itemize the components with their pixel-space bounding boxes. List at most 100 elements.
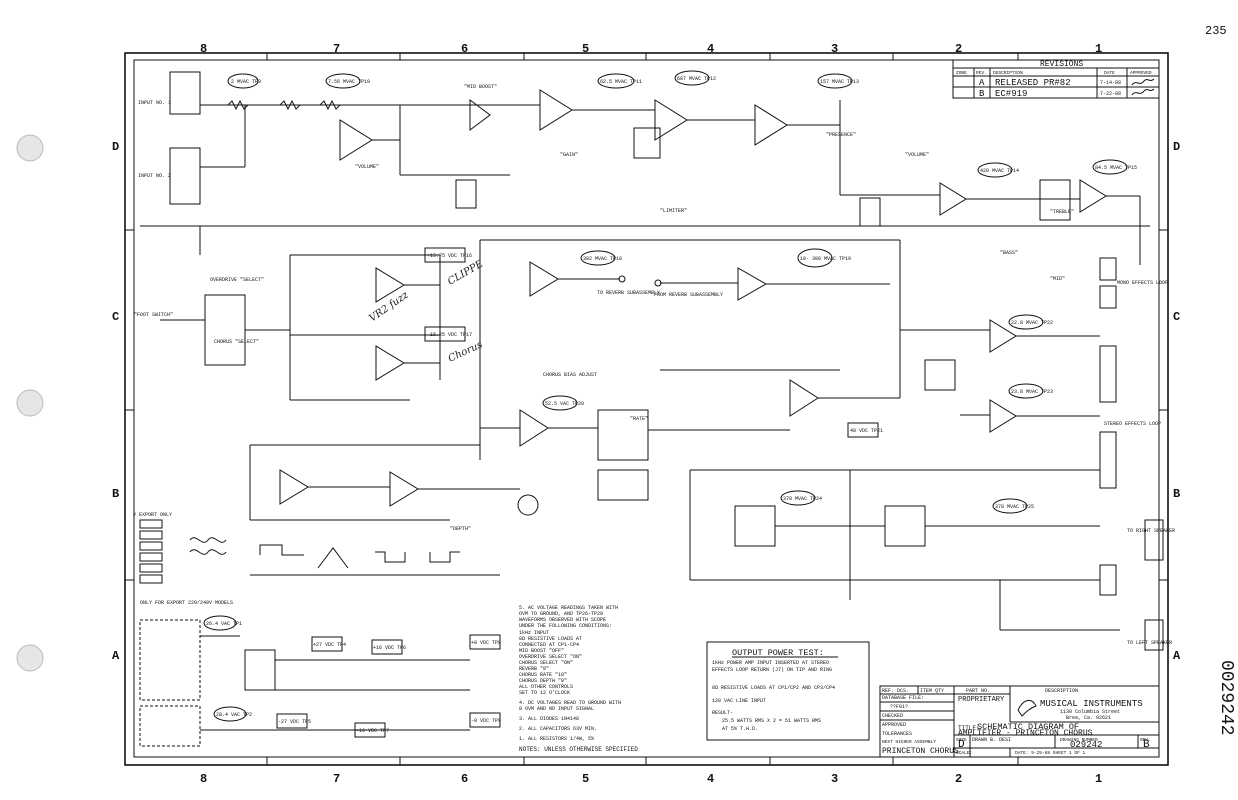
- test-point-tp11: 62.5 MVAC TP11: [597, 73, 642, 89]
- svg-text:C: C: [112, 310, 119, 324]
- zone-ticks: [125, 53, 1168, 765]
- svg-text:378 MVAC TP24: 378 MVAC TP24: [783, 496, 822, 502]
- svg-text:MID BOOST "OFF": MID BOOST "OFF": [519, 648, 564, 654]
- svg-text:APPROVED: APPROVED: [882, 722, 906, 728]
- svg-text:D: D: [112, 140, 119, 154]
- drawing-rev: B: [1143, 739, 1150, 751]
- svg-text:1. ALL RESISTORS 1/4W, 5%: 1. ALL RESISTORS 1/4W, 5%: [519, 736, 594, 742]
- svg-text:B: B: [112, 487, 119, 501]
- export-only-label: # EXPORT ONLY: [133, 512, 172, 518]
- fender-logo-icon: [1017, 700, 1037, 717]
- svg-text:25.5 WATTS RMS X 2 = 51 WATTS: 25.5 WATTS RMS X 2 = 51 WATTS RMS: [722, 718, 821, 724]
- stereo-effects-loop-label: STEREO EFFECTS LOOP: [1104, 421, 1161, 427]
- svg-text:22.8 MVAC TP22: 22.8 MVAC TP22: [1011, 320, 1053, 326]
- svg-text:7: 7: [333, 772, 340, 786]
- svg-text:RESULT-: RESULT-: [712, 710, 733, 716]
- svg-text:SCALE:: SCALE:: [956, 750, 972, 756]
- waveform-square-3: [429, 551, 460, 563]
- svg-text:"VOLUME": "VOLUME": [355, 164, 379, 170]
- svg-text:1kHz POWER AMP INPUT INSERTED: 1kHz POWER AMP INPUT INSERTED AT STEREO: [712, 660, 829, 666]
- svg-text:26.4 VAC TP1: 26.4 VAC TP1: [206, 621, 242, 627]
- svg-text:NEXT HIGHER ASSEMBLY: NEXT HIGHER ASSEMBLY: [882, 739, 936, 745]
- svg-text:8: 8: [200, 42, 207, 56]
- svg-text:APPROVED: APPROVED: [1130, 70, 1152, 76]
- page-number: 235: [1205, 24, 1227, 38]
- svg-text:REV.: REV.: [1140, 737, 1151, 743]
- test-point-tp9: -8 VDC TP9: [469, 712, 501, 728]
- svg-text:DRAWN B. DESI: DRAWN B. DESI: [972, 737, 1011, 743]
- svg-text:DESCRIPTION: DESCRIPTION: [1045, 688, 1078, 694]
- test-point-tp8: +8 VDC TP8: [469, 634, 501, 650]
- svg-text:ITEM QTY: ITEM QTY: [920, 688, 944, 694]
- svg-text:AT 5% T.H.D.: AT 5% T.H.D.: [722, 726, 758, 732]
- test-point-tp20: 52.5 VAC TP20: [542, 395, 584, 411]
- svg-text:1kHz INPUT: 1kHz INPUT: [519, 630, 549, 636]
- svg-text:7: 7: [333, 42, 340, 56]
- drawing-title-line1: SCHEMATIC DIAGRAM OF: [977, 722, 1079, 732]
- revision-b-date: 7-22-88: [1100, 91, 1121, 97]
- handwritten-notes: VR2 fuzz CLIPPE Chorus: [367, 258, 485, 364]
- svg-text:-15.25 VDC TP17: -15.25 VDC TP17: [427, 332, 472, 338]
- svg-text:18- 380 MVAC TP19: 18- 380 MVAC TP19: [800, 256, 851, 262]
- svg-text:SET TO 12 O'CLOCK: SET TO 12 O'CLOCK: [519, 690, 570, 696]
- title-block: REF. DCS. ITEM QTY PART NO. DESCRIPTION …: [879, 685, 1160, 758]
- zone-columns-bottom: 8 7 6 5 4 3 2 1: [200, 772, 1102, 786]
- svg-text:62.5 MVAC TP11: 62.5 MVAC TP11: [600, 79, 642, 85]
- test-point-tp10: 7.56 MVAC TP10: [325, 73, 370, 89]
- svg-text:5: 5: [582, 772, 589, 786]
- circuit-labels: INPUT NO. 1 INPUT NO. 2 "FOOT SWITCH" OV…: [133, 84, 1175, 646]
- next-assembly: PRINCETON CHORUS: [882, 747, 959, 756]
- svg-text:OVERDRIVE SELECT "ON": OVERDRIVE SELECT "ON": [519, 654, 582, 660]
- binder-hole-middle: [16, 389, 44, 417]
- svg-text:DATABASE FILE:: DATABASE FILE:: [882, 695, 924, 701]
- zone-rows-right: D C B A: [1173, 140, 1181, 663]
- svg-text:4. DC VOLTAGES READ TO GROUND: 4. DC VOLTAGES READ TO GROUND WITH: [519, 700, 621, 706]
- svg-text:"TREBLE": "TREBLE": [1050, 209, 1074, 215]
- test-point-tp1: 26.4 VAC TP1: [203, 615, 242, 631]
- svg-text:"PRESENCE": "PRESENCE": [826, 132, 856, 138]
- svg-text:NOTES: UNLESS OTHERWISE SPECIF: NOTES: UNLESS OTHERWISE SPECIFIED: [519, 746, 638, 753]
- input-2-label: INPUT NO. 2: [138, 173, 171, 179]
- test-point-tp18: 382 MVAC TP18: [580, 250, 622, 266]
- svg-text:A: A: [112, 649, 120, 663]
- svg-text:-27 VDC TP5: -27 VDC TP5: [278, 719, 311, 725]
- svg-text:WAVEFORMS OBSERVED WITH SCOPE: WAVEFORMS OBSERVED WITH SCOPE: [519, 617, 606, 623]
- svg-text:DRAWING NUMBER: DRAWING NUMBER: [1060, 737, 1098, 743]
- svg-text:3: 3: [831, 42, 838, 56]
- svg-text:"MID": "MID": [1050, 276, 1065, 282]
- svg-text:48 VDC TP21: 48 VDC TP21: [850, 428, 883, 434]
- svg-text:EFFECTS LOOP RETURN (J7) ON TI: EFFECTS LOOP RETURN (J7) ON TIP AND RING: [712, 667, 832, 673]
- svg-text:OUTPUT POWER TEST:: OUTPUT POWER TEST:: [732, 648, 824, 658]
- output-power-test-box: OUTPUT POWER TEST: 1kHz POWER AMP INPUT …: [706, 641, 870, 741]
- test-point-tp23: 23.8 MVAC TP23: [1008, 383, 1053, 399]
- svg-text:DATE: 5-25-88 SHEET 1 OF 1: DATE: 5-25-88 SHEET 1 OF 1: [1015, 750, 1086, 756]
- svg-text:4: 4: [707, 42, 714, 56]
- svg-text:CHORUS RATE "10": CHORUS RATE "10": [519, 672, 567, 678]
- test-point-tp17: -15.25 VDC TP17: [424, 326, 472, 342]
- svg-text:CHORUS SELECT "ON": CHORUS SELECT "ON": [519, 660, 573, 666]
- svg-text:DESCRIPTION: DESCRIPTION: [993, 70, 1023, 76]
- test-point-tp3: 2 MVAC TP3: [227, 73, 261, 89]
- svg-text:+8 VDC TP8: +8 VDC TP8: [471, 640, 501, 646]
- svg-text:3: 3: [831, 772, 838, 786]
- svg-text:8 OVM AND NO INPUT SIGNAL: 8 OVM AND NO INPUT SIGNAL: [519, 706, 594, 712]
- to-reverb-label: TO REVERB SUBASSEMBLY: [597, 290, 660, 296]
- svg-text:28.4 VAC TP2: 28.4 VAC TP2: [216, 712, 252, 718]
- waveform-triangle: [317, 547, 349, 569]
- svg-text:PART NO.: PART NO.: [966, 688, 990, 694]
- test-point-tp12: 687 MVAC TP12: [674, 70, 716, 86]
- svg-text:CHECKED: CHECKED: [882, 713, 903, 719]
- drawing-number-stamp: 0029242: [1216, 660, 1236, 736]
- revision-a-description: RELEASED PR#82: [995, 78, 1071, 88]
- zone-rows-left: D C B A: [112, 140, 120, 663]
- svg-text:REV.: REV.: [976, 70, 987, 76]
- svg-text:"GAIN": "GAIN": [560, 152, 578, 158]
- svg-text:"MID BOOST": "MID BOOST": [464, 84, 497, 90]
- schematic-wiring: [139, 71, 1164, 747]
- svg-text:120 VAC LINE INPUT: 120 VAC LINE INPUT: [712, 698, 766, 704]
- svg-text:REVERB "0": REVERB "0": [519, 666, 549, 672]
- input-1-label: INPUT NO. 1: [138, 100, 171, 106]
- test-points: 2 MVAC TP3 7.56 MVAC TP10 62.5 MVAC TP11…: [203, 70, 1137, 738]
- test-point-tp2: 28.4 VAC TP2: [213, 706, 252, 722]
- svg-text:+15.75 VDC TP16: +15.75 VDC TP16: [427, 253, 472, 259]
